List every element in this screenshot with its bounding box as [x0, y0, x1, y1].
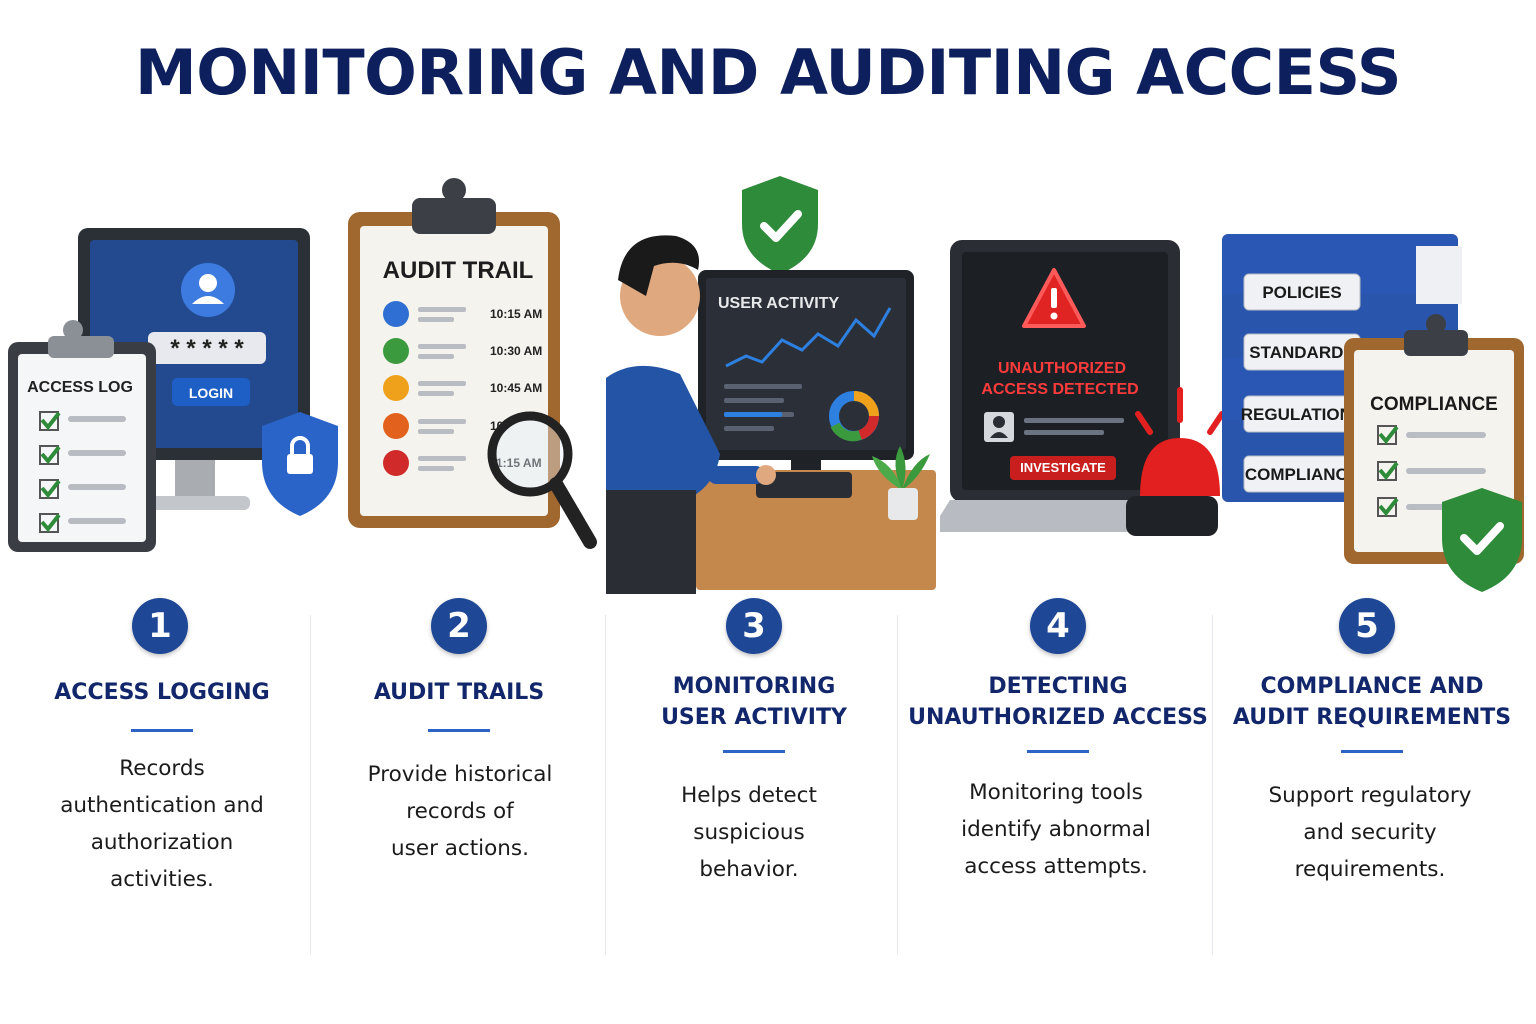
column-divider	[605, 615, 606, 955]
binder-label-regulations: REGULATIONS	[1241, 405, 1363, 424]
activity-line-graph	[725, 307, 892, 368]
step-2-heading: AUDIT TRAILS	[373, 680, 545, 705]
password-field	[148, 332, 266, 364]
binder-label-policies: POLICIES	[1262, 283, 1341, 302]
alarm-siren-icon	[1126, 387, 1225, 536]
login-button	[172, 378, 250, 406]
step-4-description: Monitoring tools identify abnormal acces…	[961, 780, 1151, 879]
access-logging-illustration: * * * * * LOGIN ACCESS LOG	[0, 170, 350, 600]
step-3-rule	[723, 750, 785, 753]
checklist	[39, 411, 61, 533]
audit-trail-illustration: AUDIT TRAIL 10:15 AM 10:30 AM 10:45 AM 1…	[340, 170, 610, 600]
svg-text:10:45 AM: 10:45 AM	[490, 381, 542, 395]
audit-entries: 10:15 AM 10:30 AM 10:45 AM 10: 11:15 AM	[383, 301, 542, 476]
shield-check-icon	[742, 176, 818, 274]
magnifying-glass-icon	[487, 411, 597, 549]
step-5-heading: COMPLIANCE AND AUDIT REQUIREMENTS	[1232, 674, 1512, 730]
column-divider	[1212, 615, 1213, 955]
keyboard	[756, 472, 852, 498]
svg-text:11:15 AM: 11:15 AM	[490, 456, 542, 470]
password-mask: * * * * *	[170, 335, 244, 362]
compliance-title: COMPLIANCE	[1370, 394, 1498, 415]
investigate-button	[1010, 456, 1116, 480]
step-3-description: Helps detect suspicious behavior.	[681, 783, 817, 882]
step-2-description: Provide historical records of user actio…	[367, 762, 553, 861]
step-1-badge: 1	[132, 598, 188, 654]
user-activity-illustration: USER ACTIVITY	[606, 170, 936, 600]
unauthorized-access-illustration: UNAUTHORIZED ACCESS DETECTED INVESTIGATE	[940, 170, 1230, 600]
alert-line2: ACCESS DETECTED	[981, 381, 1138, 398]
access-log-title: ACCESS LOG	[27, 379, 133, 396]
svg-text:10:15 AM: 10:15 AM	[490, 307, 542, 321]
step-5-description: Support regulatory and security requirem…	[1268, 783, 1472, 882]
audit-trail-title: AUDIT TRAIL	[383, 257, 534, 284]
plant	[895, 446, 906, 490]
svg-text:10:30 AM: 10:30 AM	[490, 344, 542, 358]
donut-chart	[829, 391, 879, 442]
page-title: MONITORING AND AUDITING ACCESS	[135, 36, 1402, 109]
column-divider	[310, 615, 311, 955]
binder-label-standards: STANDARDS	[1249, 343, 1354, 362]
step-2-rule	[428, 729, 490, 732]
investigate-label: INVESTIGATE	[1020, 460, 1106, 475]
step-1-description: Records authentication and authorization…	[60, 756, 264, 892]
step-4-heading: DETECTING UNAUTHORIZED ACCESS	[908, 674, 1208, 730]
user-activity-title: USER ACTIVITY	[718, 295, 840, 312]
column-divider	[897, 615, 898, 955]
step-3-badge: 3	[726, 598, 782, 654]
desk	[696, 470, 936, 590]
person	[606, 235, 776, 594]
binder-label-compliance: COMPLIANCE	[1245, 465, 1359, 484]
compliance-illustration: POLICIES STANDARDS REGULATIONS COMPLIANC…	[1216, 170, 1536, 600]
alert-line1: UNAUTHORIZED	[998, 360, 1126, 377]
step-1-heading: ACCESS LOGGING	[54, 680, 270, 705]
step-5-rule	[1341, 750, 1403, 753]
step-1-rule	[131, 729, 193, 732]
step-5-badge: 5	[1339, 598, 1395, 654]
step-4-rule	[1027, 750, 1089, 753]
step-3-heading: MONITORING USER ACTIVITY	[661, 674, 847, 730]
step-4-badge: 4	[1030, 598, 1086, 654]
login-label: LOGIN	[189, 385, 233, 401]
step-2-badge: 2	[431, 598, 487, 654]
